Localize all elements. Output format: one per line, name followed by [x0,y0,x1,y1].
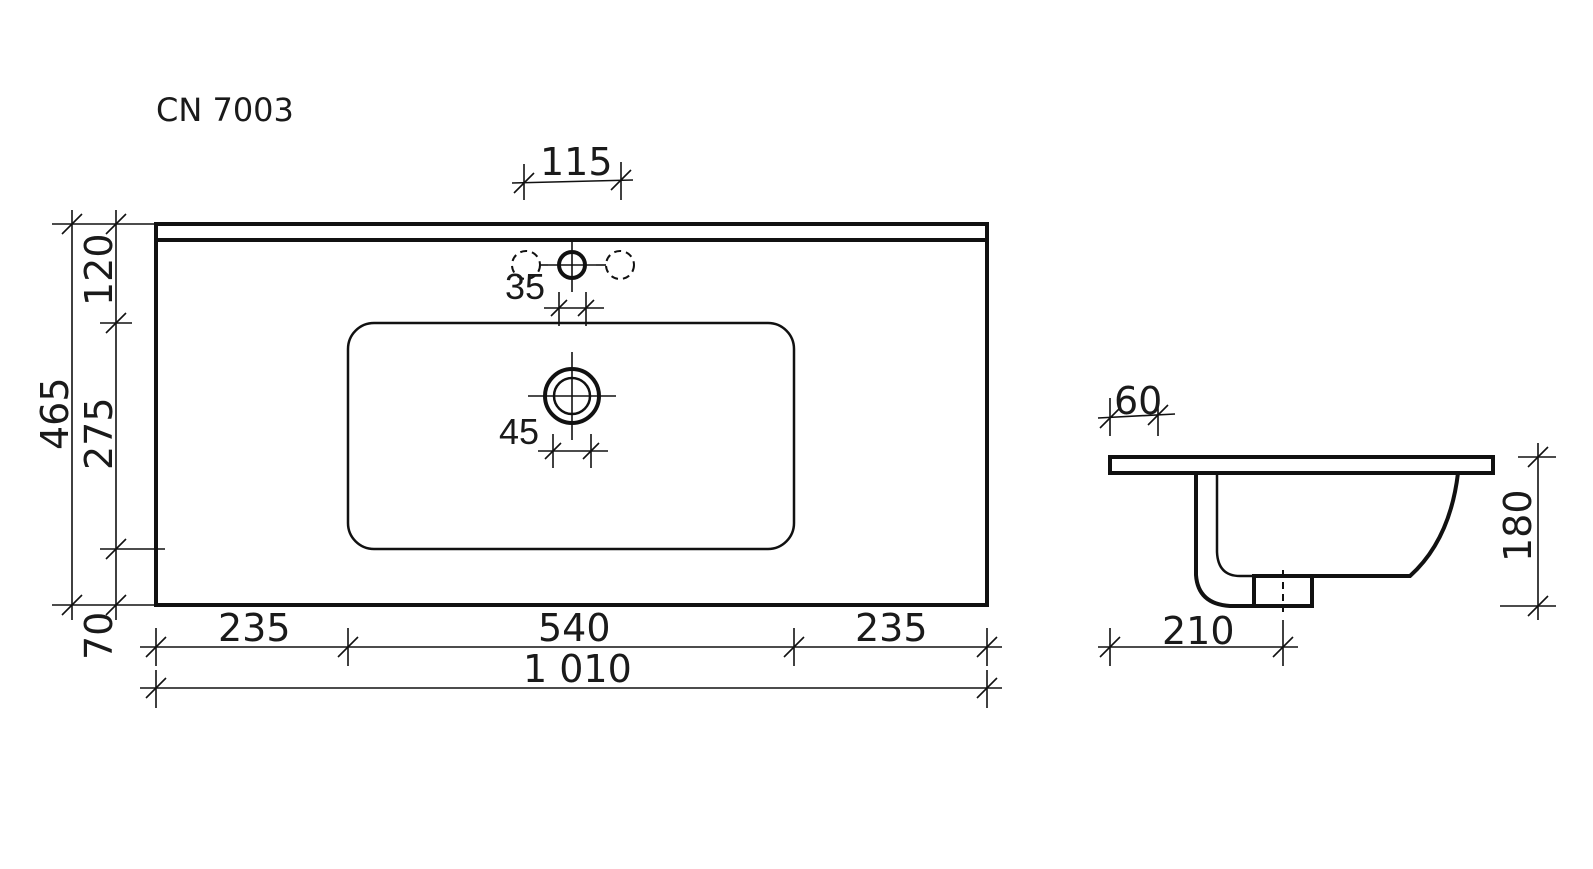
dim-465: 465 [33,210,156,620]
tick [1527,446,1549,468]
tick [976,677,998,699]
dim-120-275-70: 120 275 70 [77,210,165,660]
model-title: CN 7003 [156,91,294,129]
top-view: 115 35 45 465 [33,140,1002,708]
dim-60: 60 [1097,379,1176,436]
dim-1010: 1 010 [140,647,1002,708]
optional-hole-right [605,250,635,280]
tick [550,299,568,317]
side-bowl-outer [1194,472,1460,608]
dim-115: 115 [511,140,634,200]
tick [1099,636,1121,658]
dim-line [511,179,634,184]
dim-35: 35 [505,266,604,326]
tick [145,636,167,658]
tick [1272,636,1294,658]
dim-465-label: 465 [33,377,77,450]
dim-235-right-label: 235 [855,606,928,650]
tick [105,538,127,560]
tick [105,312,127,334]
tick [783,636,805,658]
tick [105,213,127,235]
dim-bottom-segments: 235 540 235 [140,606,1002,666]
tick [577,299,595,317]
dim-540-label: 540 [538,606,611,650]
bowl-outline [346,321,796,551]
side-bowl-inner [1215,473,1254,578]
tick [61,594,83,616]
dim-45-label: 45 [499,411,539,452]
tick [544,442,562,460]
tick [61,213,83,235]
dim-60-label: 60 [1114,379,1162,423]
tick [976,636,998,658]
tick [105,594,127,616]
dim-70-label: 70 [77,612,121,660]
tick [145,677,167,699]
dim-235-left-label: 235 [218,606,291,650]
tick [337,636,359,658]
tick [513,172,535,194]
side-drain [1252,576,1314,608]
dim-1010-label: 1 010 [523,647,632,691]
tick [1147,404,1169,426]
dim-210: 210 [1098,609,1298,666]
dim-45: 45 [499,411,608,468]
countertop-outline [154,222,989,607]
tick [1099,407,1121,429]
dim-35-label: 35 [505,266,545,307]
dim-120-label: 120 [77,233,121,306]
tick [582,442,600,460]
dim-180: 180 [1496,443,1556,620]
dim-115-label: 115 [540,140,613,184]
dim-210-label: 210 [1162,609,1235,653]
dim-275-label: 275 [77,397,121,470]
dim-180-label: 180 [1496,489,1540,562]
side-slab [1108,455,1495,475]
side-view: 60 180 210 [1097,379,1556,666]
tick [610,169,632,191]
tick [1527,595,1549,617]
